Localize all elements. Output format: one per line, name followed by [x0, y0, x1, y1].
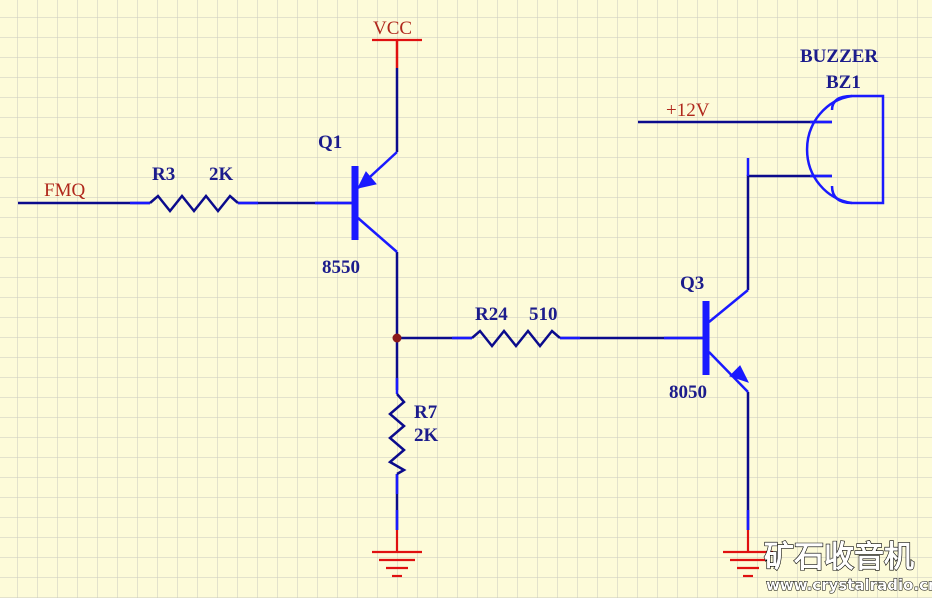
- buzzer-ref-label: BZ1: [826, 72, 861, 93]
- ground-symbol-left: [372, 530, 422, 578]
- watermark-title: 矿石收音机: [764, 540, 914, 575]
- r3-resistor-symbol: [149, 193, 239, 214]
- r24-ref-label: R24: [475, 304, 508, 325]
- vcc-net-label: VCC: [373, 18, 412, 39]
- r24-resistor-symbol: [471, 328, 561, 349]
- q3-transistor-symbol: [702, 289, 749, 393]
- r3-value-label: 2K: [209, 164, 234, 185]
- r3-ref-label: R3: [152, 164, 175, 185]
- q1-ref-label: Q1: [318, 132, 342, 153]
- plus12v-net-label: +12V: [666, 100, 710, 121]
- q3-ref-label: Q3: [680, 273, 704, 294]
- ground-symbol-right: [723, 530, 773, 578]
- q1-transistor-symbol: [351, 151, 398, 253]
- buzzer-title-label: BUZZER: [800, 46, 878, 67]
- r24-value-label: 510: [529, 304, 558, 325]
- r7-value-label: 2K: [414, 425, 439, 446]
- q1-value-label: 8550: [322, 257, 360, 278]
- junction-dot: [392, 333, 402, 343]
- fmq-net-label: FMQ: [44, 180, 85, 201]
- q3-value-label: 8050: [669, 382, 707, 403]
- r7-ref-label: R7: [414, 402, 438, 423]
- watermark-url: www.crystalradio.cn: [766, 576, 932, 594]
- buzzer-symbol: [805, 94, 885, 205]
- r7-resistor-symbol: [387, 393, 407, 476]
